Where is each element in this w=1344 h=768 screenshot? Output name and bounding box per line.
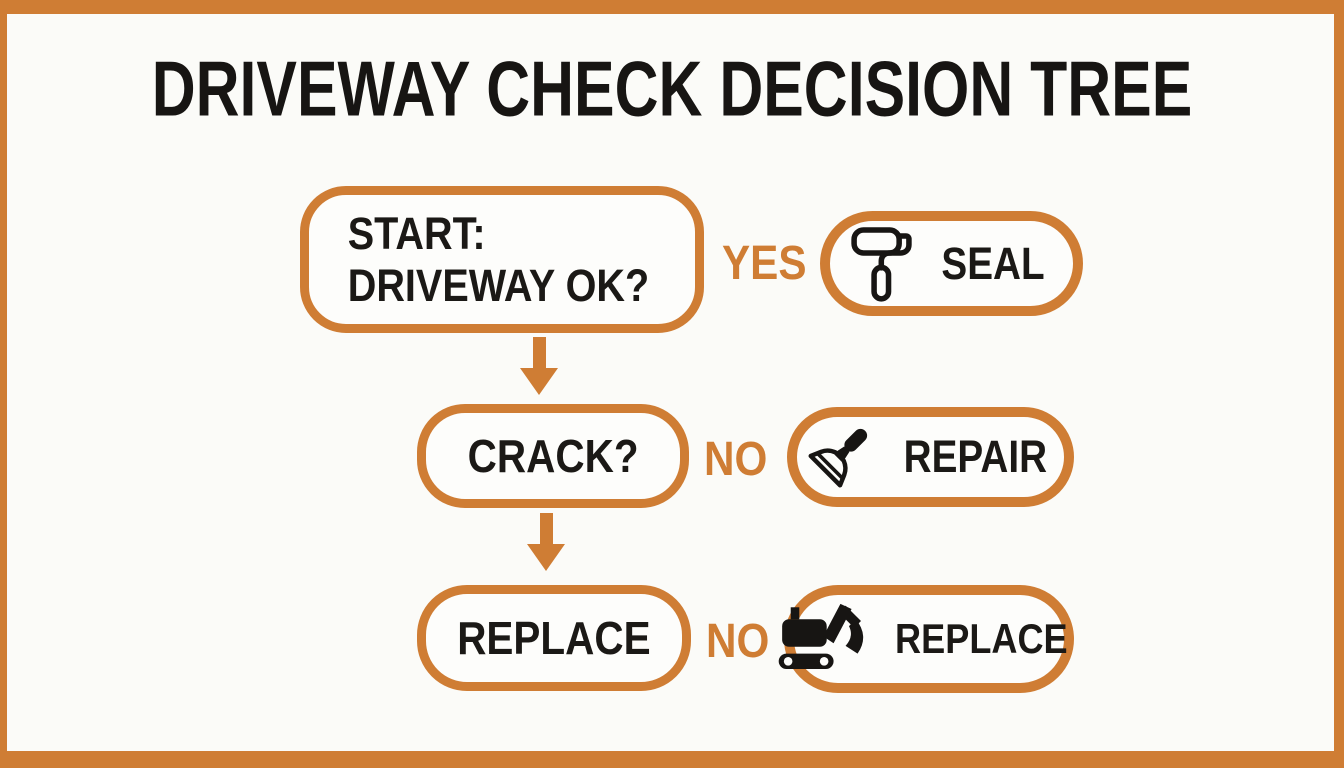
decision-node-replace: REPLACE <box>417 585 691 691</box>
putty-knife-icon <box>808 428 868 488</box>
crack-label: CRACK? <box>467 430 639 482</box>
action-label-repair: REPAIR <box>903 431 1048 482</box>
down-arrow-icon <box>520 337 558 395</box>
action-label-replace: REPLACE <box>894 615 1068 662</box>
edge-label-yes: YES <box>722 237 807 290</box>
edge-label-no-1: NO <box>704 433 768 486</box>
start-label-line1: START: <box>347 207 486 259</box>
action-node-seal: SEAL <box>820 211 1083 316</box>
action-node-replace: REPLACE <box>778 585 1074 693</box>
excavator-icon <box>778 603 863 669</box>
start-label-line2: DRIVEWAY OK? <box>347 259 650 311</box>
decision-node-start: START: DRIVEWAY OK? <box>300 186 704 333</box>
action-label-seal: SEAL <box>941 237 1046 289</box>
replace-label: REPLACE <box>457 612 651 664</box>
decision-node-crack: CRACK? <box>417 404 689 508</box>
down-arrow-icon <box>527 513 565 571</box>
page-title: DRIVEWAY CHECK DECISION TREE <box>151 46 1193 133</box>
action-node-repair: REPAIR <box>787 407 1074 507</box>
edge-label-no-2: NO <box>706 615 770 668</box>
paint-roller-icon <box>851 226 913 302</box>
